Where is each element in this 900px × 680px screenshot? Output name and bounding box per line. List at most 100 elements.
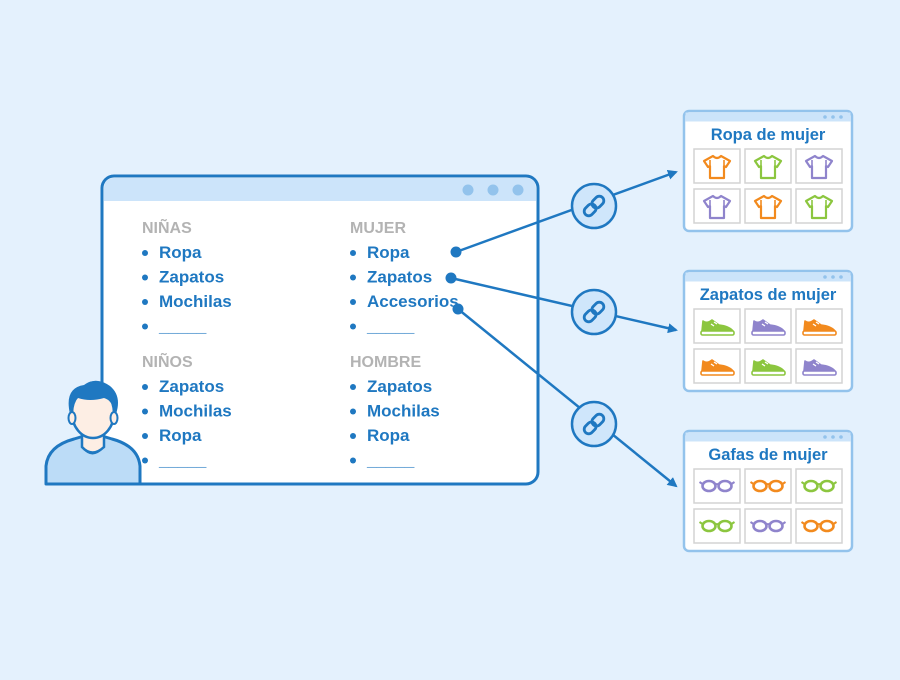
product-tile[interactable]: [795, 508, 843, 544]
connectors: [445, 170, 678, 488]
connector-ropa: [455, 170, 678, 254]
menu-link[interactable]: Mochilas: [367, 402, 440, 421]
menu-link[interactable]: Zapatos: [367, 377, 432, 396]
menu-link[interactable]: Ropa: [367, 243, 410, 262]
bullet: [350, 323, 356, 330]
menu-heading: MUJER: [350, 220, 406, 237]
window-dot: [487, 184, 499, 196]
product-tile[interactable]: [693, 148, 741, 184]
menu-link[interactable]: Zapatos: [159, 377, 224, 396]
menu-link[interactable]: Zapatos: [367, 268, 432, 287]
user-avatar-icon: [44, 380, 142, 486]
window-dot: [839, 115, 843, 119]
window-dot: [839, 275, 843, 279]
menu-placeholder: _____: [366, 317, 415, 336]
product-tile[interactable]: [693, 468, 741, 504]
glasses-icon: [749, 519, 787, 533]
glasses-icon: [698, 519, 736, 533]
glasses-icon: [800, 479, 838, 493]
menu-columns: NIÑASRopaZapatosMochilas_____MUJERRopaZa…: [142, 217, 459, 470]
window-title-bar: [104, 178, 536, 201]
menu-heading: HOMBRE: [350, 354, 421, 371]
product-tile[interactable]: [795, 188, 843, 224]
menu-placeholder: _____: [366, 451, 415, 470]
menu-placeholder: _____: [158, 317, 207, 336]
page-title: Ropa de mujer: [711, 126, 826, 144]
window-dot: [831, 275, 835, 279]
product-tile[interactable]: [744, 188, 792, 224]
window-dot: [831, 435, 835, 439]
product-tile[interactable]: [795, 148, 843, 184]
window-dot: [823, 275, 827, 279]
bullet: [350, 408, 356, 415]
page-title: Gafas de mujer: [708, 446, 828, 464]
bullet: [350, 250, 356, 256]
window-dot: [823, 435, 827, 439]
connector-dot: [445, 272, 457, 284]
product-tile[interactable]: [693, 188, 741, 224]
window-dot: [831, 115, 835, 119]
connector-dot: [452, 303, 464, 315]
bullet: [350, 299, 356, 305]
menu-link[interactable]: Ropa: [367, 426, 410, 445]
connector-zapatos: [450, 276, 678, 334]
menu-link[interactable]: Ropa: [159, 243, 202, 262]
product-tile[interactable]: [693, 308, 741, 344]
product-tile[interactable]: [744, 348, 792, 384]
bullet: [142, 433, 148, 439]
product-tile[interactable]: [795, 308, 843, 344]
product-tile[interactable]: [693, 508, 741, 544]
page-title-bar: [685, 432, 851, 442]
bullet: [350, 433, 356, 439]
bullet: [142, 457, 148, 464]
bullet: [142, 323, 148, 330]
product-tile[interactable]: [744, 148, 792, 184]
glasses-icon: [800, 519, 838, 533]
menu-window: [100, 174, 540, 486]
product-tile[interactable]: [693, 348, 741, 384]
bullet: [142, 250, 148, 256]
product-tile[interactable]: [744, 468, 792, 504]
menu-link[interactable]: Ropa: [159, 426, 202, 445]
menu-link[interactable]: Accesorios: [367, 292, 459, 311]
menu-placeholder: _____: [158, 451, 207, 470]
window-dot: [462, 184, 474, 196]
menu-link[interactable]: Mochilas: [159, 292, 232, 311]
bullet: [142, 274, 148, 281]
page-title-bar: [685, 112, 851, 122]
product-tile[interactable]: [744, 508, 792, 544]
bullet: [350, 274, 356, 281]
window-dot: [512, 184, 524, 196]
destination-page: Ropa de mujer: [682, 109, 854, 233]
link-icon: [570, 400, 618, 448]
destination-page: Gafas de mujer: [682, 429, 854, 553]
glasses-icon: [698, 479, 736, 493]
bullet: [350, 457, 356, 464]
product-tile[interactable]: [744, 308, 792, 344]
menu-link[interactable]: Zapatos: [159, 268, 224, 287]
link-icon: [570, 288, 618, 336]
bullet: [142, 299, 148, 305]
bullet: [142, 384, 148, 390]
glasses-icon: [749, 479, 787, 493]
product-tile[interactable]: [795, 468, 843, 504]
page-title: Zapatos de mujer: [700, 286, 837, 304]
connector-dot: [450, 246, 462, 258]
bullet: [350, 384, 356, 390]
connector-accesorios: [457, 308, 678, 488]
menu-heading: NIÑOS: [142, 351, 193, 371]
link-badges: [570, 182, 618, 448]
link-icon: [570, 182, 618, 230]
window-dot: [823, 115, 827, 119]
menu-link[interactable]: Mochilas: [159, 402, 232, 421]
destination-page: Zapatos de mujer: [682, 269, 854, 393]
product-tile[interactable]: [795, 348, 843, 384]
page-title-bar: [685, 272, 851, 282]
menu-heading: NIÑAS: [142, 217, 192, 237]
